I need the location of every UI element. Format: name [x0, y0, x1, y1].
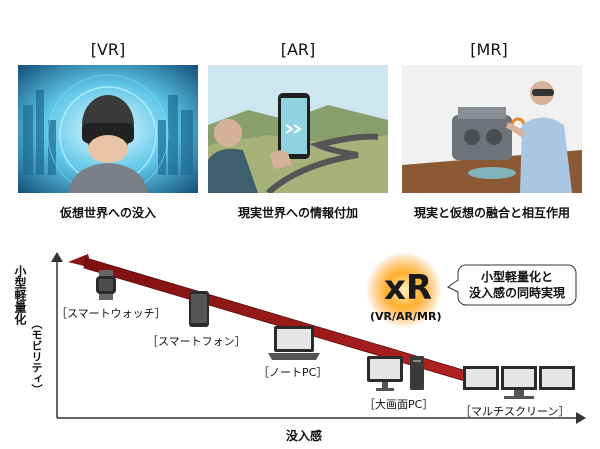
vr-illustration [18, 65, 198, 193]
device-label-desktop: ［大画面PC］ [364, 398, 434, 411]
smartwatch-icon [96, 270, 116, 300]
xr-glow [366, 252, 442, 328]
chart-axes [51, 252, 586, 424]
y-axis-label-sub: （モビリティ） [30, 318, 43, 395]
mr-illustration [402, 65, 582, 193]
ar-title: [AR] [280, 40, 316, 59]
mr-caption: 現実と仮想の融合と相互作用 [413, 206, 570, 220]
device-label-smartwatch: ［スマートウォッチ］ [56, 307, 166, 320]
x-axis-label: 没入感 [286, 429, 323, 443]
device-label-laptop: ［ノートPC］ [258, 366, 328, 379]
y-axis-label: 小型軽量化 [13, 265, 27, 325]
device-label-multiscreen: ［マルチスクリーン］ [460, 405, 570, 418]
xr-title: xR [384, 268, 433, 308]
bubble-line-2: 没入感の同時実現 [468, 286, 565, 300]
device-label-smartphone: ［スマートフォン］ [147, 335, 246, 348]
mr-title: [MR] [470, 40, 508, 59]
vr-caption: 仮想世界への没入 [59, 206, 156, 220]
xr-subtitle: (VR/AR/MR) [370, 310, 442, 323]
smartphone-icon [189, 291, 209, 327]
ar-illustration [208, 65, 388, 193]
bubble-line-1: 小型軽量化と [480, 270, 553, 284]
laptop-icon [268, 326, 320, 360]
desktop-pc-icon [367, 356, 424, 391]
bubble-shape [447, 264, 577, 306]
vr-title: [VR] [90, 40, 126, 59]
ar-caption: 現実世界への情報付加 [237, 206, 358, 220]
bubble-text: 小型軽量化と 没入感の同時実現 [460, 269, 574, 301]
multi-screen-icon [463, 366, 575, 399]
y-axis-label-main: 小型軽量化 [13, 265, 27, 325]
